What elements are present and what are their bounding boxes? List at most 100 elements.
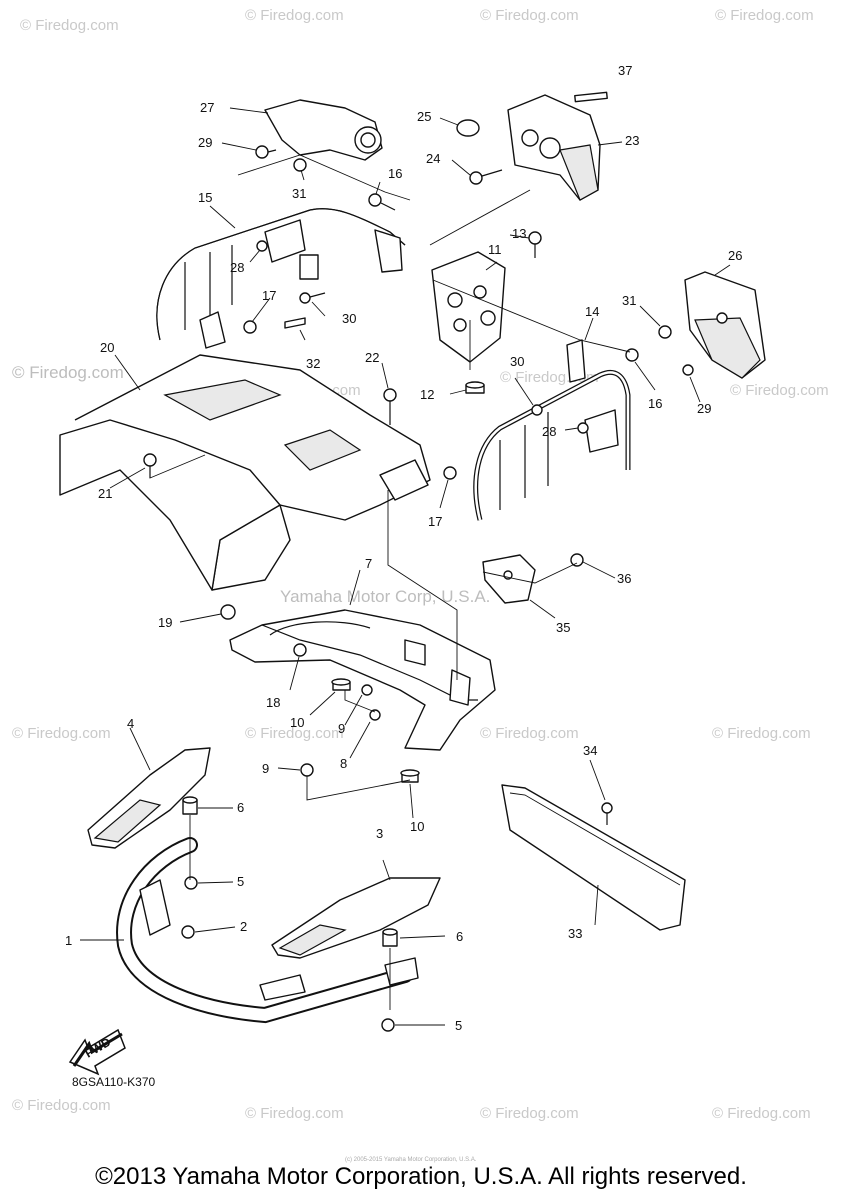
part-block bbox=[299, 254, 319, 280]
callout-16: 16 bbox=[648, 396, 662, 411]
callout-29: 29 bbox=[697, 401, 711, 416]
callout-24: 24 bbox=[426, 151, 440, 166]
callout-1: 1 bbox=[65, 933, 72, 948]
part-31-nut bbox=[293, 158, 307, 172]
watermark: © Firedog.com bbox=[480, 7, 579, 24]
part-16-bolt bbox=[625, 348, 639, 362]
watermark: © Firedog.com bbox=[730, 382, 829, 399]
part-35-bracket bbox=[482, 554, 536, 604]
part-32-clip bbox=[284, 317, 306, 329]
part-31-nut bbox=[658, 325, 672, 339]
leader-lines bbox=[80, 107, 731, 1026]
watermark: Yamaha Motor Corp, U.S.A. bbox=[280, 587, 490, 606]
tiny-copyright: (c) 2005-2015 Yamaha Motor Corporation, … bbox=[345, 1157, 477, 1163]
part-28-bolt bbox=[577, 422, 589, 434]
part-11-plate bbox=[431, 251, 506, 363]
part-14-grab-bar bbox=[473, 339, 631, 521]
part-34-fastener bbox=[601, 802, 613, 825]
callout-16: 16 bbox=[388, 166, 402, 181]
callout-11: 11 bbox=[488, 242, 502, 257]
callout-30: 30 bbox=[510, 354, 524, 369]
callout-18: 18 bbox=[266, 695, 280, 710]
diagram-code: 8GSA110-K370 bbox=[72, 1075, 155, 1089]
watermark-layer: © Firedog.com © Firedog.com © Firedog.co… bbox=[12, 7, 829, 1122]
part-24-bolt bbox=[469, 169, 503, 185]
part-33-plate bbox=[501, 784, 686, 931]
part-17-bolt bbox=[443, 466, 457, 480]
callout-37: 37 bbox=[618, 63, 632, 78]
part-25-cap bbox=[456, 119, 480, 137]
part-29-bolt bbox=[682, 364, 694, 376]
part-13-bolt bbox=[528, 231, 542, 258]
callout-21: 21 bbox=[98, 486, 112, 501]
callout-13: 13 bbox=[512, 226, 526, 241]
watermark: © Firedog.com bbox=[245, 7, 344, 24]
callout-12: 12 bbox=[420, 387, 434, 402]
part-30-bolt bbox=[531, 404, 543, 416]
callout-28: 28 bbox=[542, 424, 556, 439]
fwd-arrow-icon: FWD bbox=[68, 1028, 126, 1076]
part-2-bolt bbox=[181, 925, 195, 939]
watermark: © Firedog.com bbox=[12, 363, 124, 382]
callout-25: 25 bbox=[417, 109, 431, 124]
part-5-bolt bbox=[184, 876, 198, 890]
part-29-bolt bbox=[255, 145, 277, 159]
part-16-bolt bbox=[368, 193, 396, 211]
watermark: © Firedog.com bbox=[480, 1105, 579, 1122]
callout-17: 17 bbox=[428, 514, 442, 529]
part-3-step bbox=[271, 877, 441, 959]
callout-17: 17 bbox=[262, 288, 276, 303]
watermark: © Firedog.com bbox=[712, 725, 811, 742]
callout-6: 6 bbox=[237, 800, 244, 815]
callout-9: 9 bbox=[338, 721, 345, 736]
watermark: © Firedog.com bbox=[245, 1105, 344, 1122]
part-12-grommet bbox=[465, 381, 485, 394]
part-23-cover bbox=[507, 94, 601, 201]
part-28-bolt bbox=[256, 240, 268, 252]
part-8-bolt bbox=[369, 709, 381, 721]
callout-layer: 37 27 25 23 29 24 31 16 15 13 11 26 28 3… bbox=[65, 63, 742, 1033]
callout-3: 3 bbox=[376, 826, 383, 841]
part-15-grab-bar bbox=[156, 208, 406, 341]
callout-23: 23 bbox=[625, 133, 639, 148]
part-18-bolt bbox=[293, 643, 307, 657]
part-10-grommet bbox=[331, 678, 351, 691]
callout-4: 4 bbox=[127, 716, 134, 731]
callout-27: 27 bbox=[200, 100, 214, 115]
watermark: © Firedog.com bbox=[715, 7, 814, 24]
watermark: © Firedog.com bbox=[245, 725, 344, 742]
callout-6: 6 bbox=[456, 929, 463, 944]
part-30-bolt bbox=[299, 292, 326, 304]
callout-2: 2 bbox=[240, 919, 247, 934]
callout-7: 7 bbox=[365, 556, 372, 571]
part-9-bolt bbox=[361, 684, 373, 696]
callout-28: 28 bbox=[230, 260, 244, 275]
callout-22: 22 bbox=[365, 350, 379, 365]
callout-8: 8 bbox=[340, 756, 347, 771]
part-27-bracket bbox=[264, 99, 383, 161]
watermark: © Firedog.com bbox=[12, 1097, 111, 1114]
part-1-bumper bbox=[116, 837, 419, 1024]
callout-10: 10 bbox=[410, 819, 424, 834]
part-6-collar bbox=[182, 796, 198, 815]
part-4-step bbox=[87, 747, 211, 849]
callout-26: 26 bbox=[728, 248, 742, 263]
watermark: © Firedog.com bbox=[20, 17, 119, 34]
part-10-grommet bbox=[400, 769, 420, 783]
callout-36: 36 bbox=[617, 571, 631, 586]
callout-5: 5 bbox=[455, 1018, 462, 1033]
callout-5: 5 bbox=[237, 874, 244, 889]
part-22-bolt bbox=[383, 388, 397, 425]
part-20-fender bbox=[59, 311, 431, 591]
copyright-notice: ©2013 Yamaha Motor Corporation, U.S.A. A… bbox=[95, 1163, 747, 1190]
part-37-strip bbox=[574, 91, 608, 103]
callout-32: 32 bbox=[306, 356, 320, 371]
callout-33: 33 bbox=[568, 926, 582, 941]
part-26-cover bbox=[684, 271, 766, 379]
part-17-bolt bbox=[243, 320, 257, 334]
part-36-bolt bbox=[570, 553, 584, 567]
part-19-nut bbox=[220, 604, 236, 620]
watermark: © Firedog.com bbox=[480, 725, 579, 742]
callout-9: 9 bbox=[262, 761, 269, 776]
